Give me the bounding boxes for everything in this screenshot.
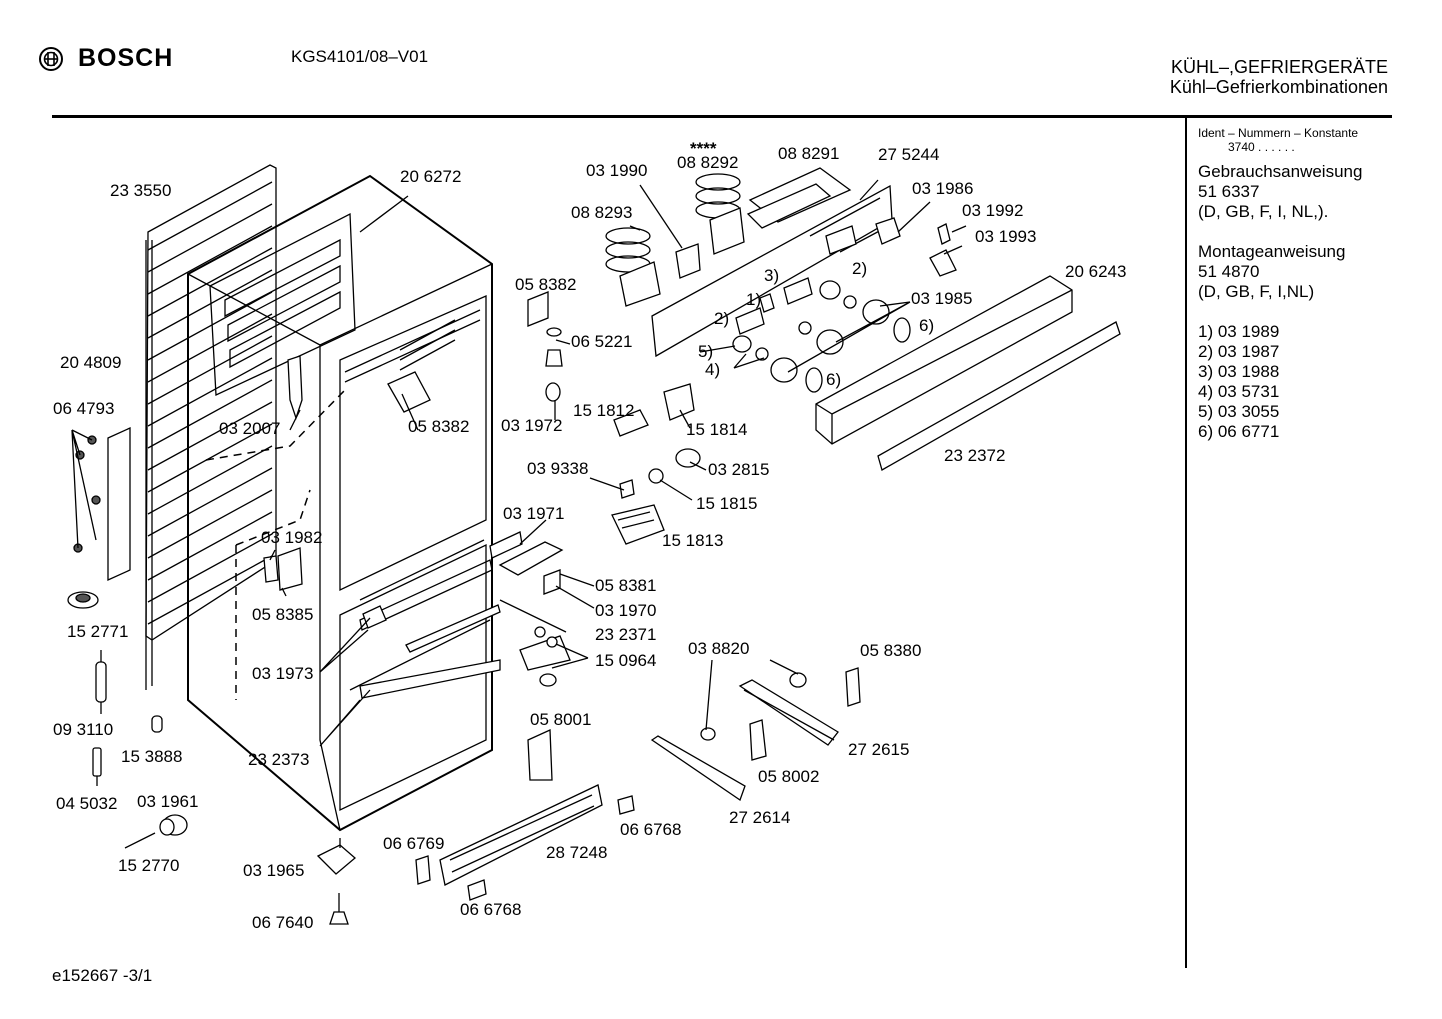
footer-reference: e152667 -3/1	[52, 966, 153, 985]
label-03-8820: 03 8820	[688, 639, 749, 658]
label-03-1990: 03 1990	[586, 161, 647, 180]
gebrauch-number: 51 6337	[1198, 182, 1260, 201]
label-03-1970: 03 1970	[595, 601, 656, 620]
label-20-4809: 20 4809	[60, 353, 121, 372]
label-03-2007: 03 2007	[219, 419, 280, 438]
model-number: KGS4101/08–V01	[291, 47, 429, 66]
label-23-2373: 23 2373	[248, 750, 309, 769]
label-ref-2b: 2)	[714, 309, 729, 328]
note-3: 3) 03 1988	[1198, 362, 1280, 381]
ident-value: 3740 . . . . . .	[1228, 140, 1295, 154]
label-15-3888: 15 3888	[121, 747, 182, 766]
label-08-8293: 08 8293	[571, 203, 632, 222]
label-05-8380: 05 8380	[860, 641, 921, 660]
label-06-6768-b: 06 6768	[460, 900, 521, 919]
gebrauch-langs: (D, GB, F, I, NL,).	[1198, 202, 1329, 221]
label-ref-5: 5)	[698, 342, 713, 361]
label-ref-6b: 6)	[826, 370, 841, 389]
label-20-6243: 20 6243	[1065, 262, 1126, 281]
label-20-6272: 20 6272	[400, 167, 461, 186]
label-05-8381: 05 8381	[595, 576, 656, 595]
label-03-1993: 03 1993	[975, 227, 1036, 246]
sidebar-divider	[1185, 118, 1187, 968]
montage-title: Montageanweisung	[1198, 242, 1346, 261]
brand: BOSCH	[38, 44, 173, 73]
label-03-9338: 03 9338	[527, 459, 588, 478]
label-03-1992: 03 1992	[962, 201, 1023, 220]
category-line-2: Kühl–Gefrierkombinationen	[1169, 77, 1388, 97]
label-06-6768-a: 06 6768	[620, 820, 681, 839]
part-labels: 23 3550 20 6272 20 4809 06 4793 15 2771 …	[53, 139, 1126, 932]
label-15-1812: 15 1812	[573, 401, 634, 420]
label-06-7640: 06 7640	[252, 913, 313, 932]
leader-lines	[269, 179, 967, 747]
label-ref-1: 1)	[746, 290, 761, 309]
ident-label: Ident – Nummern – Konstante	[1198, 126, 1359, 140]
label-03-1972: 03 1972	[501, 416, 562, 435]
note-6: 6) 06 6771	[1198, 422, 1280, 441]
note-4: 4) 03 5731	[1198, 382, 1280, 401]
sidebar: Ident – Nummern – Konstante 3740 . . . .…	[1198, 126, 1362, 442]
left-side-parts	[67, 426, 357, 925]
brand-name: BOSCH	[78, 44, 174, 72]
label-27-2615: 27 2615	[848, 740, 909, 759]
note-1: 1) 03 1989	[1198, 322, 1280, 341]
label-08-8291: 08 8291	[778, 144, 839, 163]
centre-parts	[263, 291, 701, 901]
label-15-1814: 15 1814	[686, 420, 747, 439]
control-panel-parts	[605, 167, 1121, 802]
label-06-5221: 06 5221	[571, 332, 632, 351]
label-05-8001: 05 8001	[530, 710, 591, 729]
label-03-1965: 03 1965	[243, 861, 304, 880]
category-title: KÜHL–,GEFRIERGERÄTE Kühl–Gefrierkombinat…	[1170, 57, 1388, 97]
label-28-7248: 28 7248	[546, 843, 607, 862]
label-03-1982: 03 1982	[261, 528, 322, 547]
label-03-1973: 03 1973	[252, 664, 313, 683]
label-09-3110: 09 3110	[53, 720, 113, 739]
label-27-2614: 27 2614	[729, 808, 790, 827]
label-23-3550: 23 3550	[110, 181, 171, 200]
montage-langs: (D, GB, F, I,NL)	[1198, 282, 1315, 301]
label-04-5032: 04 5032	[56, 794, 117, 813]
label-ref-6a: 6)	[919, 316, 934, 335]
label-05-8385: 05 8385	[252, 605, 313, 624]
label-15-0964: 15 0964	[595, 651, 656, 670]
label-23-2371: 23 2371	[595, 625, 656, 644]
label-27-5244: 27 5244	[878, 145, 939, 164]
label-23-2372: 23 2372	[944, 446, 1005, 465]
label-05-8382-a: 05 8382	[515, 275, 576, 294]
bosch-armature-icon	[39, 46, 63, 71]
label-03-1961: 03 1961	[137, 792, 198, 811]
label-15-2771: 15 2771	[67, 622, 128, 641]
label-03-1985: 03 1985	[911, 289, 972, 308]
label-05-8382-b: 05 8382	[408, 417, 469, 436]
label-03-1971: 03 1971	[503, 504, 564, 523]
category-line-1: KÜHL–,GEFRIERGERÄTE	[1170, 57, 1388, 77]
label-03-2815: 03 2815	[708, 460, 769, 479]
label-03-1986: 03 1986	[912, 179, 973, 198]
label-15-2770: 15 2770	[118, 856, 179, 875]
label-stars: ****	[690, 139, 717, 158]
label-08-8292: 08 8292	[677, 153, 738, 172]
label-06-6769: 06 6769	[383, 834, 444, 853]
label-06-4793: 06 4793	[53, 399, 114, 418]
label-15-1813: 15 1813	[662, 531, 723, 550]
label-ref-4: 4)	[705, 360, 720, 379]
note-5: 5) 03 3055	[1198, 402, 1280, 421]
label-ref-2a: 2)	[852, 259, 867, 278]
header-divider	[52, 115, 1392, 118]
label-05-8002: 05 8002	[758, 767, 819, 786]
gebrauch-title: Gebrauchsanweisung	[1198, 162, 1363, 181]
montage-number: 51 4870	[1198, 262, 1260, 281]
label-ref-3: 3)	[764, 266, 779, 285]
label-15-1815: 15 1815	[696, 494, 757, 513]
cabinet-body	[187, 174, 501, 832]
note-2: 2) 03 1987	[1198, 342, 1280, 361]
